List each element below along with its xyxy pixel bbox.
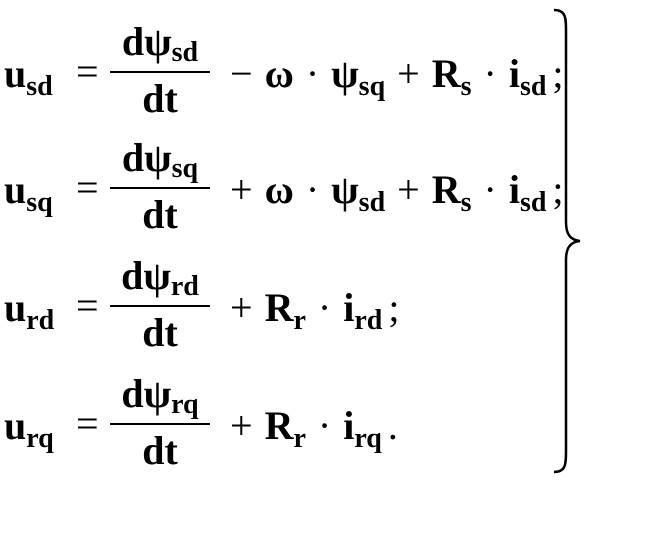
lhs-symbol: u xyxy=(4,285,27,330)
rhs-operator: ; xyxy=(388,285,400,330)
equals-sign: = xyxy=(76,49,99,94)
fraction-bar xyxy=(110,305,210,307)
rhs-symbol: R xyxy=(431,51,461,96)
lhs-symbol: u xyxy=(4,51,27,96)
fraction-bar xyxy=(110,423,210,425)
numerator-subscript: rd xyxy=(170,271,199,302)
equation-rhs: +Rr ·irq. xyxy=(218,403,398,455)
fraction-numerator: dψsd xyxy=(110,19,210,69)
rhs-subscript: sd xyxy=(519,187,547,218)
equation-lhs: usq xyxy=(4,167,53,219)
rhs-symbol: i xyxy=(343,403,355,448)
fraction-numerator: dψsq xyxy=(110,135,210,185)
rhs-subscript: rq xyxy=(354,423,382,454)
rhs-subscript: r xyxy=(293,305,306,336)
rhs-operator: + xyxy=(230,285,253,330)
equation-lhs: urd xyxy=(4,285,55,337)
rhs-symbol: R xyxy=(264,403,294,448)
lhs-subscript: rd xyxy=(26,305,55,336)
rhs-operator: · xyxy=(483,51,497,96)
equation-lhs: urq xyxy=(4,403,54,455)
rhs-operator: + xyxy=(230,167,253,212)
rhs-symbol: ω xyxy=(264,51,294,96)
rhs-subscript: sq xyxy=(358,71,386,102)
rhs-operator: ; xyxy=(552,51,564,96)
lhs-subscript: sd xyxy=(26,71,53,102)
rhs-symbol: ω xyxy=(264,167,294,212)
rhs-operator: . xyxy=(387,403,398,448)
numerator-symbol: dψ xyxy=(121,19,172,64)
equation-row: urd = dψrd dt +Rr·ird; xyxy=(4,256,564,353)
lhs-subscript: sq xyxy=(26,187,53,218)
numerator-subscript: sd xyxy=(171,37,199,68)
fraction-denominator: dt xyxy=(142,310,178,355)
right-brace xyxy=(553,8,581,474)
rhs-operator: + xyxy=(397,51,420,96)
fraction-denominator: dt xyxy=(142,76,178,121)
rhs-subscript: s xyxy=(460,187,472,218)
rhs-operator: + xyxy=(230,403,253,448)
rhs-operator: · xyxy=(317,403,332,448)
derivative-fraction: dψrq dt xyxy=(110,374,210,471)
numerator-subscript: rq xyxy=(171,389,199,420)
numerator-subscript: sq xyxy=(171,153,199,184)
fraction-bar xyxy=(110,71,210,73)
fraction-numerator: dψrd xyxy=(110,253,210,303)
rhs-symbol: ψ xyxy=(331,167,359,212)
rhs-operator: · xyxy=(305,167,320,212)
rhs-subscript: s xyxy=(460,71,472,102)
rhs-operator: · xyxy=(483,167,497,212)
rhs-symbol: i xyxy=(508,167,520,212)
equation-rhs: −ω·ψsq+Rs·isd; xyxy=(218,51,564,103)
equals-sign: = xyxy=(76,401,99,446)
derivative-fraction: dψsq dt xyxy=(110,138,210,235)
equation-rhs: +Rr ·ird; xyxy=(218,285,400,337)
equals-sign: = xyxy=(76,283,99,328)
equation-row: urq = dψrq dt +Rr·irq. xyxy=(4,374,564,471)
equation-row: usd = dψsd dt −ω·ψsq+Rs·isd; xyxy=(4,22,564,119)
equals-sign: = xyxy=(76,165,99,210)
fraction-numerator: dψrq xyxy=(110,371,210,421)
derivative-fraction: dψrd dt xyxy=(110,256,210,353)
fraction-denominator: dt xyxy=(142,428,178,473)
fraction-denominator: dt xyxy=(142,192,178,237)
numerator-symbol: dψ xyxy=(121,253,171,298)
numerator-symbol: dψ xyxy=(121,135,172,180)
rhs-symbol: R xyxy=(264,285,294,330)
equation-lhs: usd xyxy=(4,51,53,103)
rhs-subscript: r xyxy=(293,423,306,454)
lhs-symbol: u xyxy=(4,167,27,212)
lhs-symbol: u xyxy=(4,403,27,448)
rhs-operator: · xyxy=(317,285,332,330)
rhs-symbol: i xyxy=(343,285,355,330)
equation-row: usq = dψsq dt +ω·ψsd+Rs·isd; xyxy=(4,138,564,235)
lhs-subscript: rq xyxy=(26,423,54,454)
rhs-operator: + xyxy=(397,167,420,212)
derivative-fraction: dψsd dt xyxy=(110,22,210,119)
rhs-symbol: i xyxy=(508,51,520,96)
rhs-symbol: R xyxy=(431,167,461,212)
equation-rhs: +ω·ψsd+Rs·isd; xyxy=(218,167,564,219)
rhs-operator: − xyxy=(230,51,253,96)
rhs-subscript: rd xyxy=(354,305,383,336)
rhs-subscript: sd xyxy=(358,187,386,218)
rhs-operator: · xyxy=(305,51,320,96)
rhs-subscript: sd xyxy=(519,71,547,102)
fraction-bar xyxy=(110,187,210,189)
rhs-operator: ; xyxy=(552,167,564,212)
numerator-symbol: dψ xyxy=(121,371,172,416)
rhs-symbol: ψ xyxy=(331,51,359,96)
